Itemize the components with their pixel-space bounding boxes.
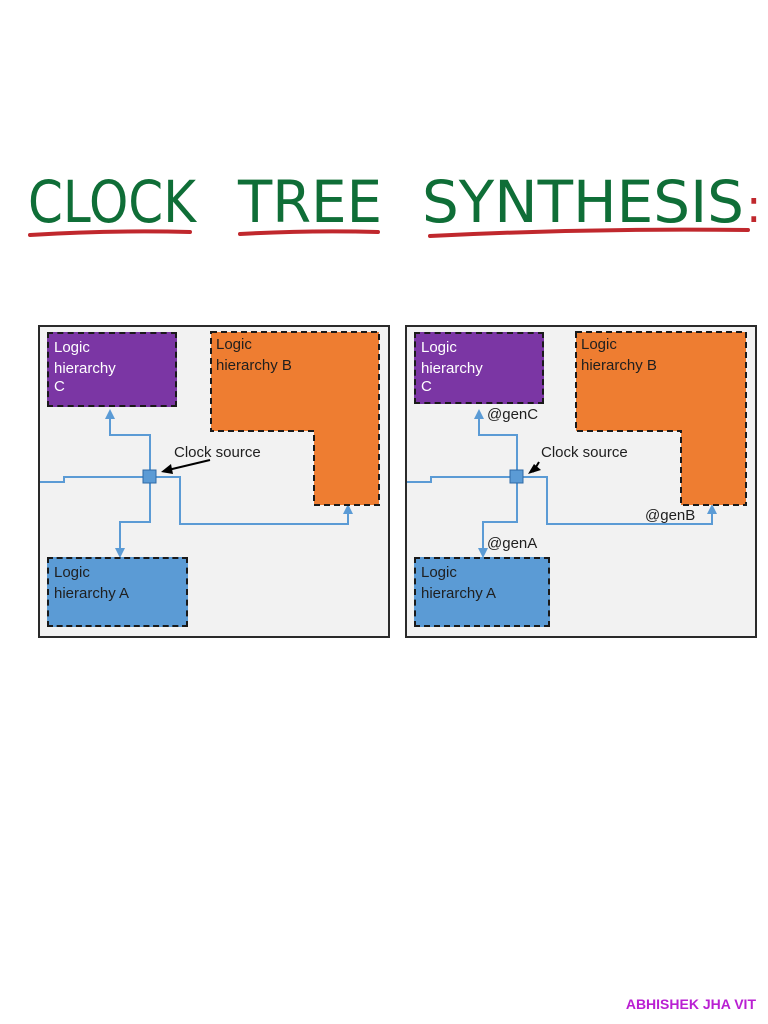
clock-source-arrow: [161, 464, 173, 474]
block-b-line1: Logic: [216, 336, 252, 353]
arrow-up-to-c: [474, 409, 484, 419]
block-b-shape: [575, 331, 747, 506]
block-c-line1: Logic: [421, 339, 457, 356]
logic-hierarchy-b-block: Logic hierarchy B: [575, 331, 747, 506]
block-a-line2: hierarchy A: [421, 585, 497, 602]
underline-tree: [238, 229, 380, 236]
gen-b-label: @genB: [645, 507, 696, 524]
block-c-line3: C: [54, 378, 65, 395]
logic-hierarchy-b-block: Logic hierarchy B: [210, 331, 380, 506]
arrow-up-to-c: [105, 409, 115, 419]
clock-source-node: [142, 469, 157, 484]
clock-source-arrow: [528, 464, 541, 474]
arrow-up-to-b: [707, 504, 717, 514]
clock-wires-left: [40, 409, 353, 558]
block-a-line2: hierarchy A: [54, 585, 130, 602]
logic-hierarchy-a-block: Logic hierarchy A: [414, 557, 550, 627]
block-b-line1: Logic: [581, 336, 617, 353]
clock-wires-right: [407, 409, 717, 558]
page-title: CLOCK TREE SYNTHESIS :: [0, 150, 768, 250]
title-colon: :: [746, 179, 762, 233]
clock-source-label: Clock source: [541, 444, 628, 461]
underline-clock: [28, 229, 192, 237]
block-b-line2: hierarchy B: [216, 357, 292, 374]
underline-synthesis: [428, 227, 750, 238]
author-credit: ABHISHEK JHA VIT: [625, 996, 756, 1012]
title-word-tree: TREE: [237, 168, 382, 236]
gen-a-label: @genA: [487, 535, 538, 552]
diagram-panel-right: Logic hierarchy C Logic hierarchy B Logi…: [405, 325, 757, 638]
title-word-synthesis: SYNTHESIS: [422, 168, 744, 236]
clock-source-node: [509, 469, 524, 484]
block-a-line1: Logic: [421, 564, 457, 581]
title-svg: CLOCK TREE SYNTHESIS :: [28, 168, 762, 238]
arrow-down-to-a: [478, 548, 488, 558]
clock-source-label: Clock source: [174, 444, 261, 461]
logic-hierarchy-c-block: Logic hierarchy C: [414, 332, 544, 404]
block-b-shape: [210, 331, 380, 506]
block-b-line2: hierarchy B: [581, 357, 657, 374]
block-c-line2: hierarchy: [421, 360, 483, 377]
logic-hierarchy-c-block: Logic hierarchy C: [47, 332, 177, 407]
block-a-line1: Logic: [54, 564, 90, 581]
arrow-up-to-b: [343, 504, 353, 514]
block-c-line1: Logic: [54, 339, 90, 356]
block-c-line3: C: [421, 378, 432, 395]
title-word-clock: CLOCK: [28, 168, 198, 236]
logic-hierarchy-a-block: Logic hierarchy A: [47, 557, 188, 627]
arrow-down-to-a: [115, 548, 125, 558]
block-c-line2: hierarchy: [54, 360, 116, 377]
diagram-panel-left: Logic hierarchy C Logic hierarchy B Logi…: [38, 325, 390, 638]
gen-c-label: @genC: [487, 406, 539, 423]
